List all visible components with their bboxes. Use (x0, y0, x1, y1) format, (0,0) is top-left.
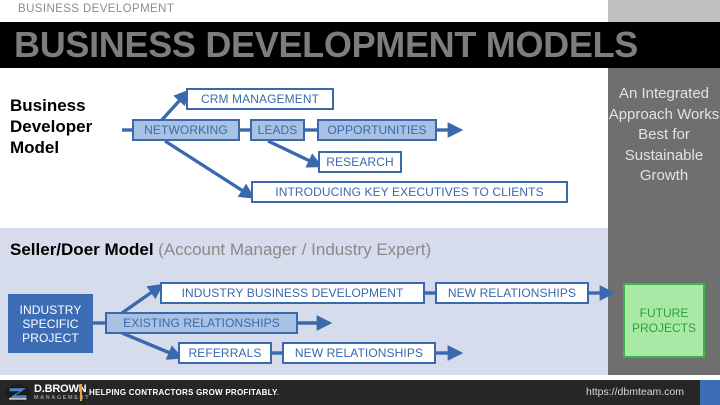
footer-brand-sub: MANAGEMENT (34, 395, 91, 401)
node-referrals-label: REFERRALS (188, 346, 262, 360)
node-referrals[interactable]: REFERRALS (178, 342, 272, 364)
dbrown-logo-icon (5, 384, 31, 402)
node-leads[interactable]: LEADS (250, 119, 305, 141)
top-strip-gray-block (608, 0, 720, 22)
sidebar-message: An Integrated Approach Works Best for Su… (608, 85, 720, 184)
node-crm-management-label: CRM MANAGEMENT (200, 92, 320, 106)
seller-doer-label: Seller/Doer Model (Account Manager / Ind… (10, 240, 431, 260)
node-industry-business-development-label: INDUSTRY BUSINESS DEVELOPMENT (181, 286, 404, 300)
node-industry-business-development[interactable]: INDUSTRY BUSINESS DEVELOPMENT (160, 282, 425, 304)
footer-url[interactable]: https://dbmteam.com (586, 386, 685, 398)
node-opportunities[interactable]: OPPORTUNITIES (317, 119, 437, 141)
breadcrumb: BUSINESS DEVELOPMENT (18, 3, 175, 15)
footer-divider (80, 384, 82, 401)
node-research-label: RESEARCH (326, 155, 394, 169)
node-crm-management[interactable]: CRM MANAGEMENT (186, 88, 334, 110)
node-new-relationships-bottom-label: NEW RELATIONSHIPS (294, 346, 424, 360)
footer-tagline: HELPING CONTRACTORS GROW PROFITABLY. (89, 388, 279, 397)
future-projects-label: FUTURE PROJECTS (631, 305, 696, 335)
seller-doer-label-gray: (Account Manager / Industry Expert) (158, 240, 432, 259)
node-existing-relationships[interactable]: EXISTING RELATIONSHIPS (105, 312, 298, 334)
node-opportunities-label: OPPORTUNITIES (327, 123, 427, 137)
node-networking[interactable]: NETWORKING (132, 119, 240, 141)
node-new-relationships-top-label: NEW RELATIONSHIPS (447, 286, 577, 300)
footer-bar (0, 380, 720, 405)
business-developer-label: Business Developer Model (10, 96, 93, 157)
seller-doer-label-bold: Seller/Doer Model (10, 240, 154, 259)
title-bar (0, 22, 720, 68)
node-introducing-key-executives-label: INTRODUCING KEY EXECUTIVES TO CLIENTS (275, 185, 544, 199)
node-research[interactable]: RESEARCH (318, 151, 402, 173)
node-introducing-key-executives[interactable]: INTRODUCING KEY EXECUTIVES TO CLIENTS (251, 181, 568, 203)
node-leads-label: LEADS (257, 123, 298, 137)
future-projects-box: FUTURE PROJECTS (623, 283, 705, 358)
node-existing-relationships-label: EXISTING RELATIONSHIPS (123, 316, 280, 330)
node-networking-label: NETWORKING (144, 123, 228, 137)
footer-accent-block (700, 380, 720, 405)
page-title: BUSINESS DEVELOPMENT MODELS (14, 24, 638, 65)
node-new-relationships-bottom[interactable]: NEW RELATIONSHIPS (282, 342, 436, 364)
footer-tagline-dot: . (276, 388, 280, 397)
footer-tagline-text: HELPING CONTRACTORS GROW PROFITABLY (89, 388, 277, 397)
node-industry-specific-project-label: INDUSTRY SPECIFIC PROJECT (19, 302, 82, 345)
top-strip (0, 0, 720, 22)
node-industry-specific-project[interactable]: INDUSTRY SPECIFIC PROJECT (8, 294, 93, 353)
footer-brand: D.BROWN (34, 383, 87, 395)
node-new-relationships-top[interactable]: NEW RELATIONSHIPS (435, 282, 589, 304)
